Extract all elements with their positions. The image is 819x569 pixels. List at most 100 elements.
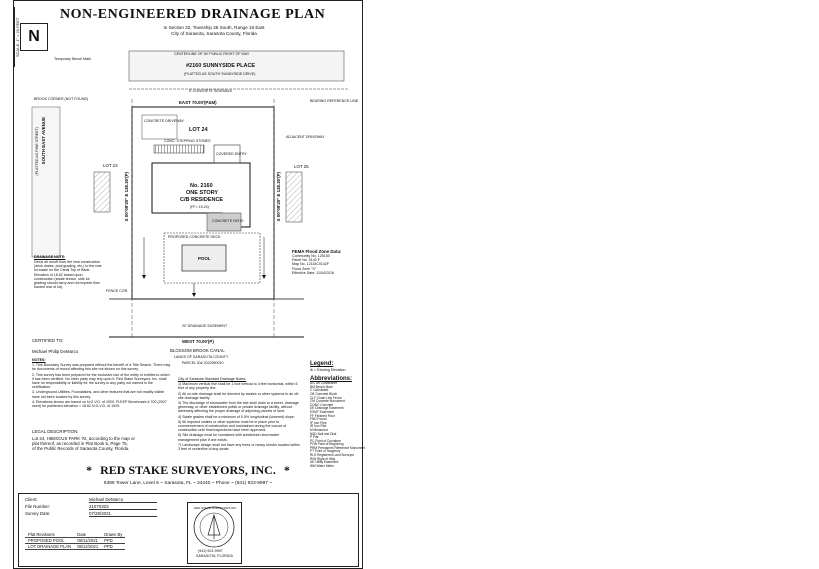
north-line-dim: EAST 70.00'(P&M) <box>179 100 217 105</box>
seal-top-text: RED STAKE SURVEYORS INC <box>194 506 237 510</box>
star-icon: * <box>283 463 290 477</box>
list-item: N&D Nail and Disk <box>310 431 337 436</box>
location-line-2: City of Sarasota, Sarasota County, Flori… <box>171 31 257 36</box>
revision-name: PROPOSED POOL <box>25 537 75 544</box>
revisions-header-cell: Date <box>74 532 102 538</box>
legend-title: Legend: <box>310 361 334 367</box>
fema-zone: Flood Zone "X" <box>292 266 317 271</box>
legal-line-1: Lot 24, HIBISCUS PARK #2, according to t… <box>32 436 135 441</box>
lot-25-label: LOT 25 <box>294 164 309 169</box>
seal-city: SARASOTA, FLORIDA <box>196 554 233 558</box>
survey-date-value: 07/28/2021 <box>89 511 157 517</box>
fema-block: FEMA Flood Zone Data: Community No. 1251… <box>292 249 341 275</box>
revisions-header-row: Plat Revisions Date Drawn By <box>25 532 126 538</box>
revision-date: 08/11/2021 <box>74 537 102 544</box>
concrete-patio-label: CONCRETE PATIO <box>212 219 244 223</box>
covered-entry-label: COVERED ENTRY <box>216 152 247 156</box>
lot-24-label: LOT 24 <box>189 127 208 133</box>
client-value: Michael DeMarco <box>89 497 157 503</box>
list-item: 6) Site drainage must be consistent with… <box>178 433 280 442</box>
fema-title: FEMA Flood Zone Data: <box>292 249 342 254</box>
legal-block: LEGAL DESCRIPTION: Lot 24, HIBISCUS PARK… <box>32 429 135 451</box>
notes-block: NOTES: 1. This Boundary Survey was prepa… <box>32 358 172 408</box>
house-type: C/B RESIDENCE <box>180 197 224 203</box>
survey-date-label: Survey Date: <box>25 511 51 516</box>
lot-23-label: LOT 23 <box>103 163 118 168</box>
house-number: No. 2160 <box>190 183 213 189</box>
list-item: FF Finished Floor <box>310 413 335 418</box>
drainage-note-title: DRAINAGE NOTE: <box>34 255 66 259</box>
adjacent-driveway-label: ADJACENT DRIVEWAY <box>286 135 325 139</box>
file-value: 21070323 <box>89 504 157 510</box>
list-item: CLF Chain Link Fence <box>310 395 342 400</box>
east-side-dim: S 00°09'20" E 138.30'(P) <box>276 172 281 222</box>
certified-label: CERTIFIED TO: <box>32 338 64 343</box>
west-side-dim: S 00°09'20" E 138.30'(P) <box>124 172 129 222</box>
proposed-deck-label: PROPOSED CONCRETE DECK <box>168 235 221 239</box>
list-item: BM Bench Mark <box>310 384 333 389</box>
list-item: M Measured <box>310 427 328 432</box>
street-centerline: CENTERLINE OF 50' PUBLIC RIGHT OF WAY <box>174 52 250 56</box>
fema-map: Map No. 12115C0142F <box>292 262 330 267</box>
certified-name: Michael Philip DeMarco <box>32 349 79 354</box>
list-item: P Plat <box>310 435 319 440</box>
list-item: 4) Swale grades shall be a minimum of 0.… <box>178 414 295 419</box>
list-item: FND Found <box>310 417 327 422</box>
brook-corner-label: BROOK CORNER (NOT FOUND) <box>34 97 89 101</box>
list-item: 1) Maximum vertical rise shall be 1 foot… <box>178 382 298 391</box>
house-ffe: (FF= 15.24) <box>190 205 209 209</box>
legal-title: LEGAL DESCRIPTION: <box>32 429 79 434</box>
title-block: Client: Michael DeMarco File Number: 210… <box>18 493 359 567</box>
city-drainage-notes: City of Sarasota Standard Drainage Notes… <box>178 377 300 451</box>
company-address: 6389 Tower Lane, Level 6 ~ Sarasota, FL … <box>103 481 273 486</box>
list-item: R/W Right of Way <box>310 456 336 461</box>
avenue-name: SOUTH EAST AVENUE <box>41 117 46 165</box>
stepping-stones-label: CONC. STEPPING STONES <box>164 139 211 143</box>
drainage-note-text: Direct all runoff from the new construct… <box>34 260 102 290</box>
canal-owner: LANDS OF SARASOTA COUNTY <box>174 355 229 359</box>
legend-block: Legend: ⊕ = Existing Elevation Abbreviat… <box>310 361 366 468</box>
note-3: 3. Underground Utilities, Foundations, a… <box>32 390 165 399</box>
fema-community: Community No. 125150 <box>292 254 330 258</box>
list-item: PRM Permanent Reference Monument <box>310 445 366 450</box>
fema-panel: Panel No. 0142 F <box>292 258 320 263</box>
company-banner: * RED STAKE SURVEYORS, INC. * <box>14 463 362 478</box>
list-item: CM Concrete Monument <box>310 399 345 404</box>
revision-drawn-by: PPD <box>101 537 126 544</box>
list-item: POB Point of Beginning <box>310 442 344 447</box>
north-letter: N <box>28 28 40 45</box>
client-label: Client: <box>25 497 38 502</box>
fema-effective: Effective Date: 11/04/2016 <box>292 270 335 275</box>
seal-graphic <box>193 506 235 548</box>
site-plan-drawing <box>31 50 349 338</box>
list-item: RLS Registered Land Surveyor <box>310 453 355 458</box>
page-title: NON-ENGINEERED DRAINAGE PLAN <box>60 7 326 22</box>
legal-line-2: plat thereof, as recorded in Plat Book 5… <box>32 441 128 446</box>
abbreviations-title: Abbreviations: <box>310 376 353 383</box>
list-item: IR Iron Rod <box>310 424 327 429</box>
revision-drawn-by: PPD <box>101 543 126 550</box>
survey-sheet: SCALE: 1" = 20 FEET N NON-ENGINEERED DRA… <box>13 0 366 569</box>
elevation-icon: ⊕ <box>310 368 314 372</box>
legend-existing: ⊕ = Existing Elevation <box>310 368 360 372</box>
list-item: ESMT Easement <box>310 409 335 414</box>
list-item: A/C Air Conditioner <box>310 381 338 386</box>
benchmark-label: Temporary Bench Mark <box>54 57 92 61</box>
list-item: 5) All required swales or other systems … <box>178 419 287 433</box>
canal-name: BLOSSOM BROOK CANAL <box>170 348 225 353</box>
list-item: DE Drainage Easement <box>310 406 344 411</box>
note-1: 1. This Boundary Survey was prepared wit… <box>32 363 171 372</box>
revisions-table: Plat Revisions Date Drawn By PROPOSED PO… <box>25 532 126 550</box>
sidewalk-label: 5' CONCRETE SIDEWALK <box>189 89 233 93</box>
star-icon: * <box>86 463 93 477</box>
revisions-header-cell: Plat Revisions <box>25 532 75 538</box>
company-name: RED STAKE SURVEYORS, INC. <box>100 463 276 477</box>
canal-parcel: PARCEL ID# 2022050010 <box>182 361 224 365</box>
seal-phone: (941) 923-9997 <box>198 549 223 553</box>
north-arrow-icon: N <box>20 23 48 51</box>
pool-label: POOL <box>198 256 211 261</box>
south-line-dim: WEST 70.00'(P) <box>182 339 214 344</box>
site-plan: Temporary Bench Mark CENTERLINE OF 50' P… <box>14 37 362 367</box>
notes-title: NOTES: <box>32 358 46 362</box>
